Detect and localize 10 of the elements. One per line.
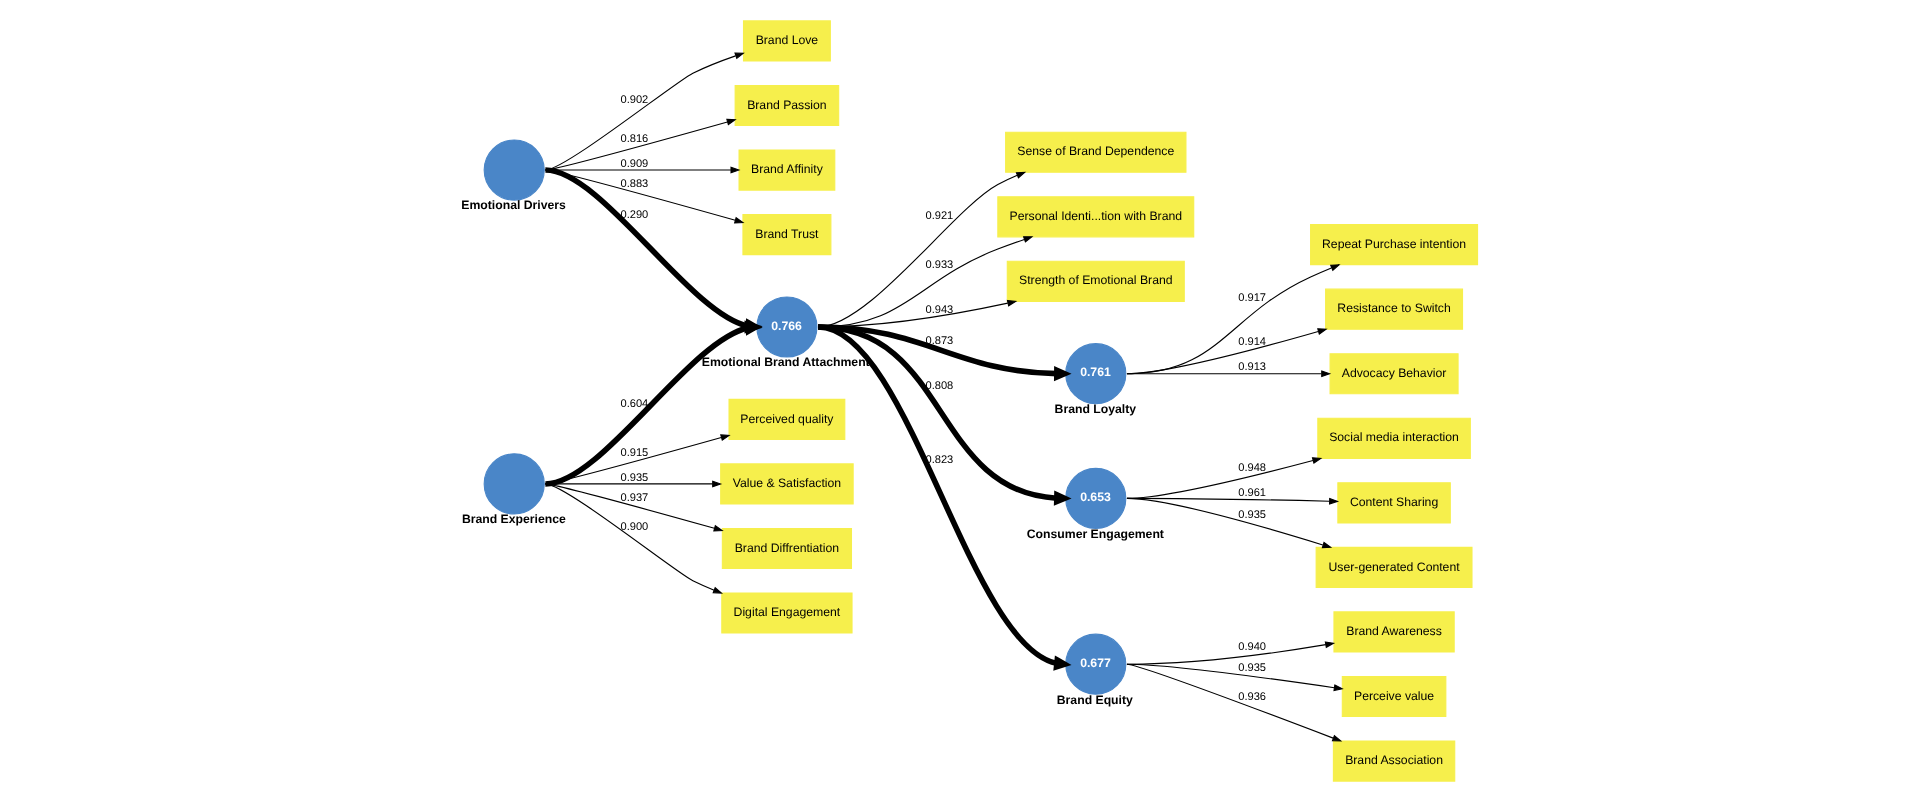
arrow — [1126, 370, 1332, 378]
arrow — [1126, 497, 1333, 549]
arrow — [1126, 264, 1341, 375]
node-circle — [483, 139, 545, 201]
arrow — [1126, 663, 1344, 692]
arrow — [1126, 328, 1328, 375]
arrow — [817, 324, 1072, 671]
arrow — [817, 324, 1072, 506]
node-circle — [483, 453, 545, 515]
arrow — [1126, 663, 1343, 742]
